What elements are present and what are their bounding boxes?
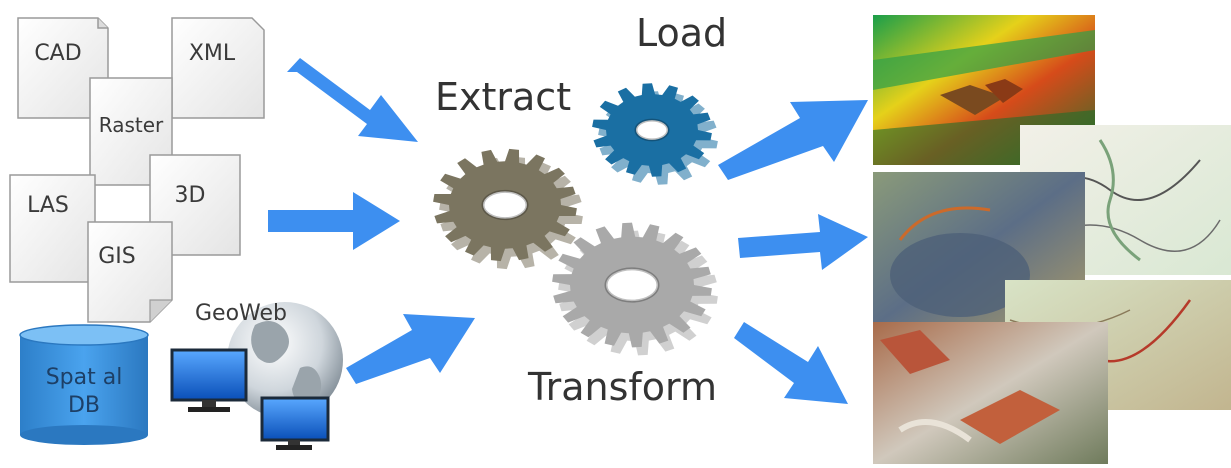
document-label-xml: XML	[189, 41, 236, 66]
monitor-icon-2	[260, 396, 330, 450]
globe-icon	[227, 302, 343, 418]
gearLoad-hole	[634, 118, 670, 142]
arrow-icon-in-middle	[268, 192, 400, 250]
database-label-line1: Spat al	[46, 365, 123, 390]
gear-icon-extract	[433, 148, 583, 270]
arrow-icon-out-top	[718, 100, 868, 180]
arrow-icon-out-bottom	[734, 322, 848, 404]
document-label-cad: CAD	[34, 41, 81, 66]
document-label-las: LAS	[27, 193, 69, 218]
database-label-line2: DB	[68, 393, 100, 418]
document-label-raster: Raster	[99, 113, 164, 137]
geoweb-label: GeoWeb	[195, 301, 287, 326]
gearExtract-hole	[481, 189, 529, 221]
document-label-gis: GIS	[98, 244, 136, 269]
city-3d-image	[873, 322, 1108, 464]
extract-label: Extract	[435, 75, 571, 119]
arrow-icon-in-top	[287, 58, 418, 142]
document-xml	[171, 17, 265, 119]
document-gis	[87, 221, 173, 323]
document-las	[9, 174, 96, 283]
document-label-3d: 3D	[175, 183, 206, 208]
gearTransform-hole	[604, 267, 660, 303]
lidar-point-cloud-image	[873, 15, 1095, 165]
document-cad	[17, 17, 109, 119]
gear-icon-load	[592, 83, 718, 185]
arrow-icon-in-bottom	[346, 314, 475, 384]
gear-icon-transform	[552, 222, 718, 356]
database-icon	[19, 324, 149, 445]
monitor-icon-1	[170, 348, 248, 412]
arrow-icon-out-middle	[738, 214, 868, 270]
transform-label: Transform	[527, 365, 717, 409]
load-label: Load	[636, 11, 727, 55]
